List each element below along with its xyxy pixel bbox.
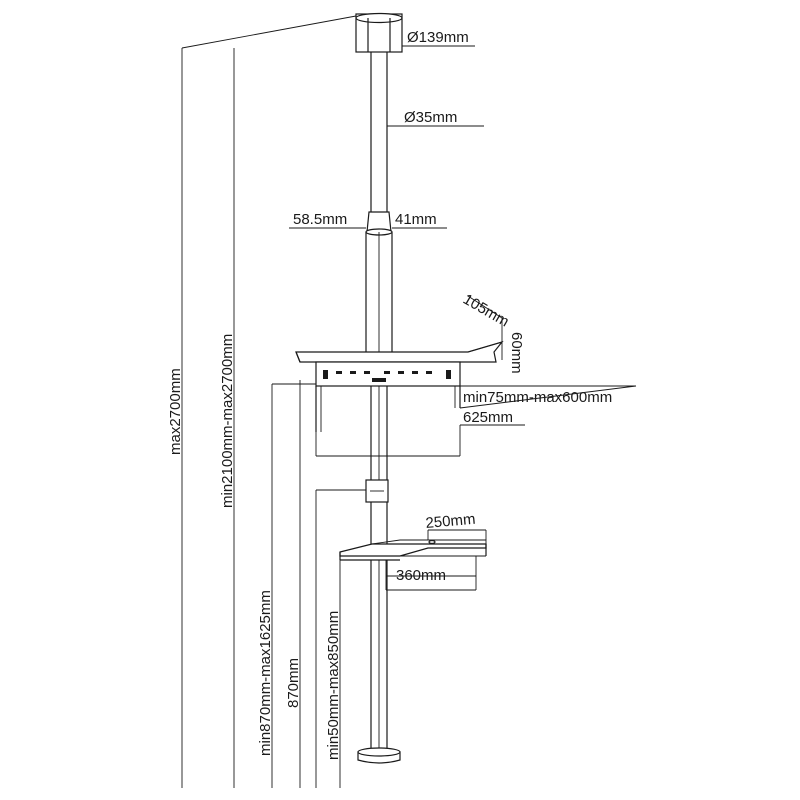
inner-tube-label: 41mm <box>395 211 437 228</box>
bracket-arms <box>315 386 461 432</box>
bracket-width-label: 625mm <box>463 409 513 426</box>
vesa-slots <box>323 370 451 382</box>
tv-bracket-shelf <box>295 340 504 363</box>
shelf2-width-label: 360mm <box>396 567 446 584</box>
lower-pole-upper <box>370 502 388 544</box>
tv-bracket-plate <box>315 361 461 387</box>
shelf-depth-label: 105mm <box>460 291 512 331</box>
vesa-range-label: min75mm-max600mm <box>463 389 612 406</box>
bracket-range-label: min870mm-max1625mm <box>257 590 274 756</box>
outer-tube-label: 58.5mm <box>293 211 347 228</box>
shelf-range-label: min50mm-max850mm <box>325 611 342 760</box>
shelf2-depth-label: 250mm <box>425 511 476 532</box>
fixed-870-label: 870mm <box>285 658 302 708</box>
ceiling-plate <box>355 12 403 53</box>
middle-pole <box>370 386 388 480</box>
dimension-lines <box>181 15 637 788</box>
pole-clamp <box>365 479 389 503</box>
floor-base <box>357 747 401 764</box>
pole-collar <box>365 211 393 236</box>
pole-diameter-label: Ø35mm <box>404 109 457 126</box>
bottom-pole <box>370 560 388 752</box>
outer-tube <box>365 232 393 352</box>
upper-pole <box>370 52 388 212</box>
total-max-height-label: max2700mm <box>167 368 184 455</box>
base-diameter-label: Ø139mm <box>407 29 469 46</box>
pole-range-label: min2100mm-max2700mm <box>219 334 236 508</box>
dimension-labels: Ø139mm Ø35mm 58.5mm 41mm 105mm 60mm min7… <box>167 29 612 760</box>
bracket-height-label: 60mm <box>508 332 525 374</box>
equipment-shelf <box>339 539 487 561</box>
